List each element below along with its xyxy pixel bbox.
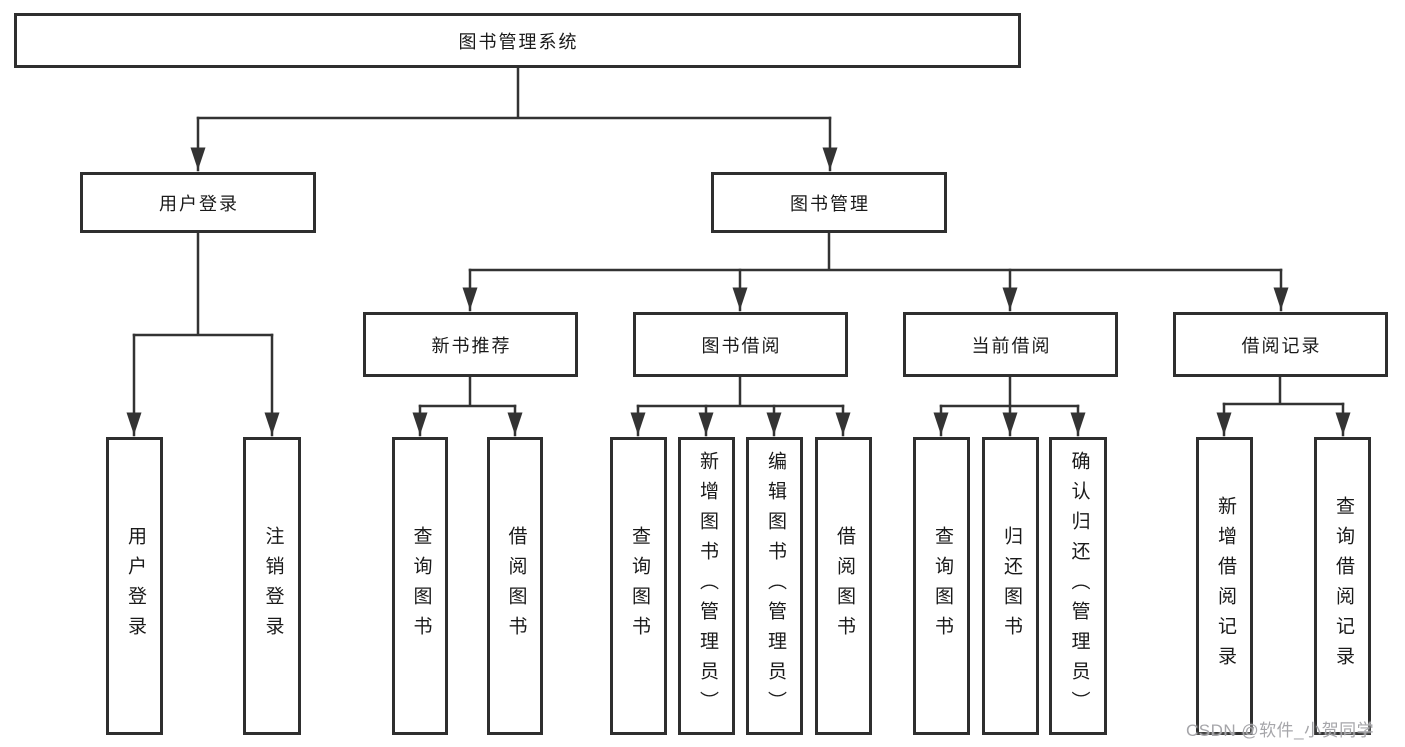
- leaf-query-borrow-record: 查询借阅记录: [1314, 437, 1371, 735]
- leaf-add-borrow-record-label: 新增借阅记录: [1214, 496, 1236, 676]
- node-borrowing-records-label: 借阅记录: [1241, 335, 1322, 356]
- leaf-logout: 注销登录: [243, 437, 301, 735]
- leaf-user-login-label: 用户登录: [124, 526, 146, 646]
- leaf-return-books-label: 归还图书: [1000, 526, 1022, 646]
- leaf-query-books-current-label: 查询图书: [931, 526, 953, 646]
- leaf-query-books-current: 查询图书: [913, 437, 970, 735]
- node-borrowing-records: 借阅记录: [1173, 312, 1388, 377]
- leaf-query-books-borrowing-label: 查询图书: [628, 526, 650, 646]
- leaf-add-books-admin-label: 新增图书（管理员）: [696, 451, 718, 721]
- leaf-query-books-borrowing: 查询图书: [610, 437, 667, 735]
- leaf-borrow-books-recommend: 借阅图书: [487, 437, 543, 735]
- node-current-borrowing-label: 当前借阅: [971, 335, 1052, 356]
- leaf-borrow-books-recommend-label: 借阅图书: [505, 526, 527, 646]
- leaf-query-books-recommend: 查询图书: [392, 437, 448, 735]
- leaf-logout-label: 注销登录: [262, 526, 284, 646]
- node-user-login-label: 用户登录: [159, 193, 239, 214]
- node-book-management: 图书管理: [711, 172, 947, 233]
- leaf-query-books-recommend-label: 查询图书: [410, 526, 432, 646]
- leaf-edit-books-admin: 编辑图书（管理员）: [746, 437, 803, 735]
- leaf-return-books: 归还图书: [982, 437, 1039, 735]
- leaf-confirm-return-admin: 确认归还（管理员）: [1049, 437, 1107, 735]
- node-current-borrowing: 当前借阅: [903, 312, 1118, 377]
- leaf-borrow-books-label: 借阅图书: [833, 526, 855, 646]
- leaf-user-login: 用户登录: [106, 437, 163, 735]
- node-user-login: 用户登录: [80, 172, 316, 233]
- leaf-edit-books-admin-label: 编辑图书（管理员）: [764, 451, 786, 721]
- node-book-borrowing: 图书借阅: [633, 312, 848, 377]
- leaf-add-books-admin: 新增图书（管理员）: [678, 437, 735, 735]
- watermark: CSDN @软件_小贺同学: [1186, 721, 1375, 740]
- node-book-borrowing-label: 图书借阅: [701, 335, 782, 356]
- node-new-book-recommend-label: 新书推荐: [431, 335, 512, 356]
- node-new-book-recommend: 新书推荐: [363, 312, 578, 377]
- leaf-query-borrow-record-label: 查询借阅记录: [1332, 496, 1354, 676]
- leaf-add-borrow-record: 新增借阅记录: [1196, 437, 1253, 735]
- node-root: 图书管理系统: [14, 13, 1021, 68]
- leaf-confirm-return-admin-label: 确认归还（管理员）: [1068, 451, 1090, 721]
- node-book-management-label: 图书管理: [790, 193, 870, 214]
- node-root-label: 图书管理系统: [458, 31, 579, 52]
- leaf-borrow-books: 借阅图书: [815, 437, 872, 735]
